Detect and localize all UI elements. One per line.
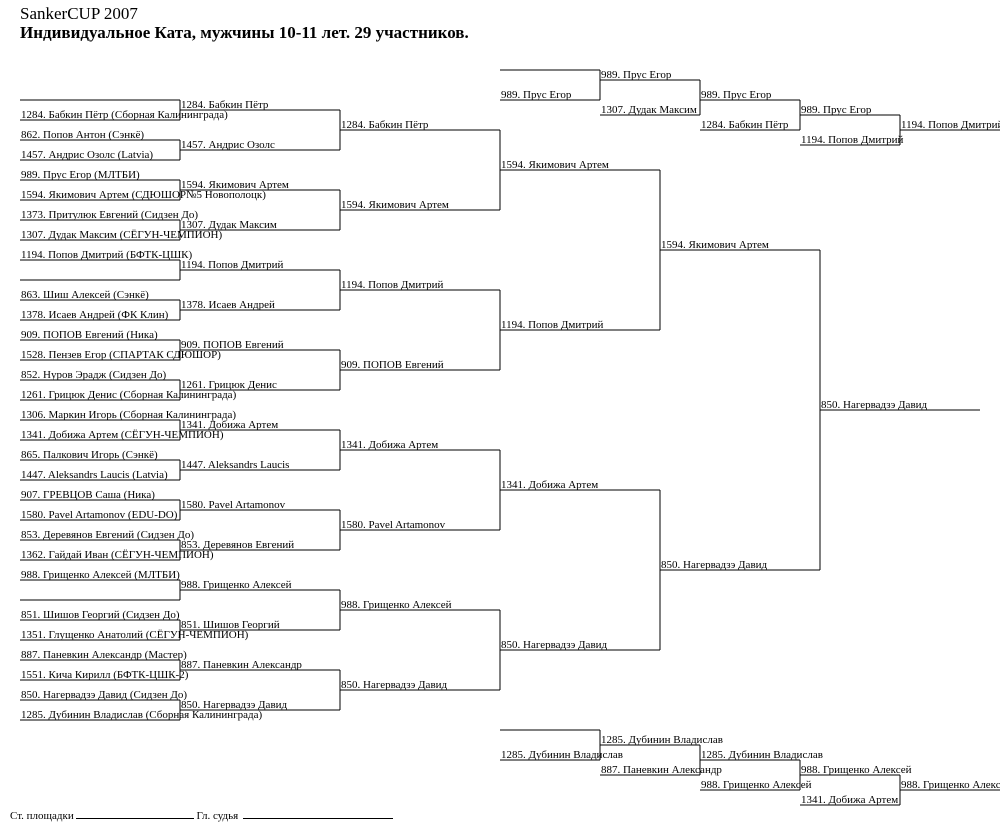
- entry-round1: 907. ГРЕВЦОВ Саша (Ника): [21, 489, 155, 501]
- entry-round1: 850. Нагервадзэ Давид (Сидзен До): [21, 689, 187, 701]
- entry-round2: 1284. Бабкин Пётр: [181, 99, 269, 111]
- entry-round2: 887. Паневкин Александр: [181, 659, 302, 671]
- entry-round2: 909. ПОПОВ Евгений: [181, 339, 284, 351]
- entry-round4: 1341. Добижа Артем: [501, 479, 598, 491]
- entry-repechage-top: 989. Прус Егор: [601, 69, 672, 81]
- entry-round1: 1351. Глущенко Анатолий (СЁГУН-ЧЕМПИОН): [21, 629, 249, 641]
- entry-round5: 850. Нагервадзэ Давид: [661, 559, 768, 571]
- entry-round2: 853. Деревянов Евгений: [181, 539, 294, 551]
- entry-repechage-bottom: 1341. Добижа Артем: [801, 794, 898, 806]
- entry-repechage-top: 1307. Дудак Максим: [601, 104, 697, 116]
- entry-round4: 1194. Попов Дмитрий: [501, 319, 604, 331]
- entry-round1: 1594. Якимович Артем (СДЮШОР№5 Новополоц…: [21, 189, 266, 201]
- entry-round1: 909. ПОПОВ Евгений (Ника): [21, 329, 158, 341]
- entry-round1: 1551. Кича Кирилл (БФТК-ЦШК-2): [21, 669, 189, 681]
- entry-round2: 1378. Исаев Андрей: [181, 299, 275, 311]
- entry-round3: 1594. Якимович Артем: [341, 199, 449, 211]
- page-title: SankerCUP 2007: [20, 4, 138, 23]
- entry-round3: 1341. Добижа Артем: [341, 439, 438, 451]
- site-judge-signature-line: [76, 808, 195, 819]
- entry-round3: 1284. Бабкин Пётр: [341, 119, 429, 131]
- entry-round1: 1285. Дубинин Владислав (Сборная Калинин…: [21, 709, 263, 721]
- entry-round1: 1447. Aleksandrs Laucis (Latvia): [21, 469, 168, 481]
- entry-round4: 1594. Якимович Артем: [501, 159, 609, 171]
- entry-repechage-bottom: 988. Грищенко Алексей: [901, 779, 1000, 791]
- entry-round1: 1580. Pavel Artamonov (EDU-DO): [21, 509, 178, 521]
- entry-repechage-top: 1284. Бабкин Пётр: [701, 119, 789, 131]
- tournament-bracket: 1284. Бабкин Пётр (Сборная Калининграда)…: [20, 69, 1000, 806]
- entry-round2: 1447. Aleksandrs Laucis: [181, 459, 289, 471]
- entry-round1: 1378. Исаев Андрей (ФК Клин): [21, 309, 169, 321]
- entry-round2: 1307. Дудак Максим: [181, 219, 277, 231]
- entry-repechage-top: 1194. Попов Дмитрий: [901, 119, 1000, 131]
- entry-round3: 1194. Попов Дмитрий: [341, 279, 444, 291]
- entry-round2: 1261. Грицюк Денис: [181, 379, 277, 391]
- entry-round1: 865. Палкович Игорь (Сэнкё): [21, 449, 158, 461]
- entry-round1: 1362. Гайдай Иван (СЁГУН-ЧЕМПИОН): [21, 549, 214, 561]
- entry-winner: 850. Нагервадзэ Давид: [821, 399, 928, 411]
- entry-repechage-top: 989. Прус Егор: [701, 89, 772, 101]
- page-subtitle: Индивидуальное Ката, мужчины 10-11 лет. …: [20, 23, 469, 42]
- entry-round2: 850. Нагервадзэ Давид: [181, 699, 288, 711]
- entry-round1: 851. Шишов Георгий (Сидзен До): [21, 609, 180, 621]
- entry-round1: 989. Прус Егор (МЛТБИ): [21, 169, 140, 181]
- entry-repechage-bottom: 1285. Дубинин Владислав: [701, 749, 823, 761]
- entry-round1: 887. Паневкин Александр (Мастер): [21, 649, 187, 661]
- entry-round1: 1528. Пензев Егор (СПАРТАК СДЮШОР): [21, 349, 221, 361]
- entry-round2: 1194. Попов Дмитрий: [181, 259, 284, 271]
- entry-round2: 1341. Добижа Артем: [181, 419, 278, 431]
- entry-round1: 1457. Андрис Озолс (Latvia): [21, 149, 153, 161]
- entry-repechage-top: 1194. Попов Дмитрий: [801, 134, 904, 146]
- entry-round3: 850. Нагервадзэ Давид: [341, 679, 448, 691]
- entry-repechage-top: 989. Прус Егор: [501, 89, 572, 101]
- entry-round1: 853. Деревянов Евгений (Сидзен До): [21, 529, 194, 541]
- entry-round3: 988. Грищенко Алексей: [341, 599, 452, 611]
- entry-round2: 1594. Якимович Артем: [181, 179, 289, 191]
- entry-round2: 1580. Pavel Artamonov: [181, 499, 286, 511]
- entry-repechage-bottom: 887. Паневкин Александр: [601, 764, 722, 776]
- entry-round1: 1194. Попов Дмитрий (БФТК-ЦШК): [21, 249, 193, 261]
- entry-repechage-bottom: 988. Грищенко Алексей: [801, 764, 912, 776]
- entry-repechage-bottom: 1285. Дубинин Владислав: [501, 749, 623, 761]
- entry-round5: 1594. Якимович Артем: [661, 239, 769, 251]
- entry-repechage-bottom: 988. Грищенко Алексей: [701, 779, 812, 791]
- chief-judge-label: Гл. судья: [196, 810, 239, 822]
- entry-round1: 1306. Маркин Игорь (Сборная Калининграда…: [21, 409, 236, 421]
- entry-round1: 1261. Грицюк Денис (Сборная Калининграда…: [21, 389, 237, 401]
- entry-round4: 850. Нагервадзэ Давид: [501, 639, 608, 651]
- entry-round1: 988. Грищенко Алексей (МЛТБИ): [21, 569, 180, 581]
- entry-round2: 851. Шишов Георгий: [181, 619, 280, 631]
- entry-round1: 1341. Добижа Артем (СЁГУН-ЧЕМПИОН): [21, 429, 224, 441]
- entry-round3: 909. ПОПОВ Евгений: [341, 359, 444, 371]
- entry-round2: 988. Грищенко Алексей: [181, 579, 292, 591]
- entry-repechage-top: 989. Прус Егор: [801, 104, 872, 116]
- entry-round1: 852. Нуров Эрадж (Сидзен До): [21, 369, 166, 381]
- chief-judge-signature-line: [242, 808, 393, 819]
- entry-repechage-bottom: 1285. Дубинин Владислав: [601, 734, 723, 746]
- entry-round1: 1373. Притулюк Евгений (Сидзен До): [21, 209, 198, 221]
- signature-footer: Ст. площадки Гл. судья: [10, 808, 393, 823]
- entry-round1: 1284. Бабкин Пётр (Сборная Калининграда): [21, 109, 228, 121]
- entry-round3: 1580. Pavel Artamonov: [341, 519, 446, 531]
- entry-round2: 1457. Андрис Озолс: [181, 139, 275, 151]
- entry-round1: 1307. Дудак Максим (СЁГУН-ЧЕМПИОН): [21, 229, 222, 241]
- entry-round1: 862. Попов Антон (Сэнкё): [21, 129, 144, 141]
- site-judge-label: Ст. площадки: [10, 810, 74, 822]
- entry-round1: 863. Шиш Алексей (Сэнкё): [21, 289, 149, 301]
